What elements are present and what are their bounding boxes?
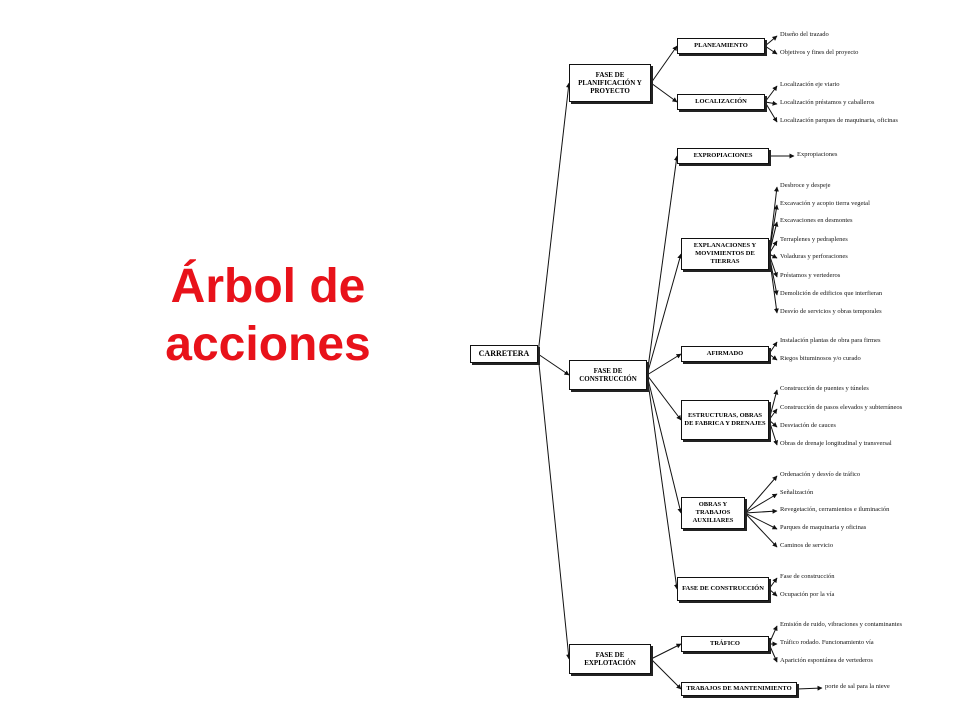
connector-phase-to-group <box>650 82 678 103</box>
action-item: Tráfico rodado. Funcionamiento vía <box>780 639 874 646</box>
slide-title-line-2: acciones <box>165 318 371 371</box>
group-node: TRABAJOS DE MANTENIMIENTO <box>681 682 797 696</box>
action-item: Ordenación y desvío de tráfico <box>780 471 861 478</box>
connector-group-to-action <box>744 475 778 514</box>
connector-group-to-action <box>744 493 778 514</box>
connector-group-to-action <box>768 419 778 428</box>
connector-phase-to-group <box>646 374 682 421</box>
group-node: AFIRMADO <box>681 346 769 362</box>
action-item: Parques de maquinaria y oficinas <box>780 524 867 531</box>
phase-node: FASE DE EXPLOTACIÓN <box>569 644 651 674</box>
connector-phase-to-group <box>650 643 682 660</box>
connector-group-to-action <box>768 253 778 278</box>
connector-phase-to-group <box>646 253 683 376</box>
action-item: Desbroce y despeje <box>780 182 831 189</box>
group-node: EXPROPIACIONES <box>677 148 769 164</box>
connector-root-to-phase <box>537 82 571 355</box>
action-item: Voladuras y perforaciones <box>780 253 848 260</box>
action-item: Expropiaciones <box>797 151 838 158</box>
action-item: Construcción de puentes y túneles <box>780 385 869 392</box>
connector-group-to-action <box>744 512 778 548</box>
action-item: Localización parques de maquinaria, ofic… <box>780 117 898 124</box>
action-item: Desvío de servicios y obras temporales <box>780 308 882 315</box>
connector-group-to-action <box>768 588 778 597</box>
action-item: Revegetación, cerramientos e iluminación <box>780 506 890 513</box>
action-item: Aparición espontánea de vertederos <box>780 657 873 664</box>
action-item: Diseño del trazado <box>780 31 829 38</box>
connector-group-to-action <box>768 408 778 421</box>
connector-group-to-action <box>744 512 778 530</box>
connector-group-to-action <box>768 253 778 259</box>
connector-group-to-action <box>764 85 778 103</box>
action-item: Excavación y acopio tierra vegetal <box>780 200 870 207</box>
group-node: EXPLANACIONES Y MOVIMIENTOS DE TIERRAS <box>681 238 769 270</box>
group-node: TRÁFICO <box>681 636 769 652</box>
connector-group-to-action <box>796 685 823 691</box>
connector-group-to-action <box>768 221 779 255</box>
group-node: OBRAS Y TRABAJOS AUXILIARES <box>681 497 745 529</box>
slide-title-line-1: Árbol de <box>170 260 366 313</box>
group-node: FASE DE CONSTRUCCIÓN <box>677 577 769 601</box>
group-node: LOCALIZACIÓN <box>677 94 765 110</box>
action-item: Ocupación por la vía <box>780 591 835 598</box>
connector-group-to-action <box>768 253 779 314</box>
connector-group-to-action <box>768 643 778 663</box>
phase-node: FASE DE CONSTRUCCIÓN <box>569 360 647 390</box>
action-item: Excavaciones en desmontes <box>780 217 853 224</box>
connector-group-to-action <box>764 100 778 106</box>
action-item: Localización eje viario <box>780 81 840 88</box>
connector-group-to-action <box>768 389 779 421</box>
connector-phase-to-group <box>650 45 678 84</box>
action-item: Objetivos y fines del proyecto <box>780 49 859 56</box>
action-item: Préstamos y vertederos <box>780 272 841 279</box>
action-item: porte de sal para la nieve <box>825 683 890 690</box>
connector-root-to-phase <box>537 353 570 376</box>
action-item: Construcción de pasos elevados y subterr… <box>780 404 903 411</box>
action-item: Localización préstamos y caballeros <box>780 99 875 106</box>
root-node-carretera: CARRETERA <box>470 345 538 363</box>
connector-group-to-action <box>768 341 778 355</box>
connector-phase-to-group <box>650 658 682 690</box>
connector-group-to-action <box>768 577 778 590</box>
action-item: Desviación de cauces <box>780 422 836 429</box>
action-item: Instalación plantas de obra para firmes <box>780 337 881 344</box>
action-item: Terraplenes y pedraplenes <box>780 236 848 243</box>
connector-group-to-action <box>764 45 778 55</box>
group-node: ESTRUCTURAS, OBRAS DE FABRICA Y DRENAJES <box>681 400 769 440</box>
connector-group-to-action <box>744 508 778 514</box>
phase-node: FASE DE PLANIFICACIÓN Y PROYECTO <box>569 64 651 102</box>
action-item: Señalización <box>780 489 814 496</box>
connector-group-to-action <box>768 353 778 361</box>
connector-phase-to-group <box>646 155 679 376</box>
connector-phase-to-group <box>646 353 682 376</box>
connector-phase-to-group <box>646 374 679 590</box>
action-item: Emisión de ruido, vibraciones y contamin… <box>780 621 903 628</box>
connector-group-to-action <box>768 240 778 255</box>
action-item: Demolición de edificios que interfieran <box>780 290 883 297</box>
action-item: Caminos de servicio <box>780 542 834 549</box>
connector-group-to-action <box>768 419 779 446</box>
connector-group-to-action <box>768 204 779 255</box>
connector-group-to-action <box>764 101 778 123</box>
action-item: Riegos bituminosos y/o curado <box>780 355 861 362</box>
connector-root-to-phase <box>537 353 572 660</box>
action-item: Fase de construcción <box>780 573 835 580</box>
slide-title: Árbol de acciones <box>118 258 418 374</box>
connector-group-to-action <box>768 625 778 645</box>
group-node: PLANEAMIENTO <box>677 38 765 54</box>
connector-phase-to-group <box>646 374 683 514</box>
connector-group-to-action <box>764 35 778 47</box>
action-item: Obras de drenaje longitudinal y transver… <box>780 440 892 447</box>
